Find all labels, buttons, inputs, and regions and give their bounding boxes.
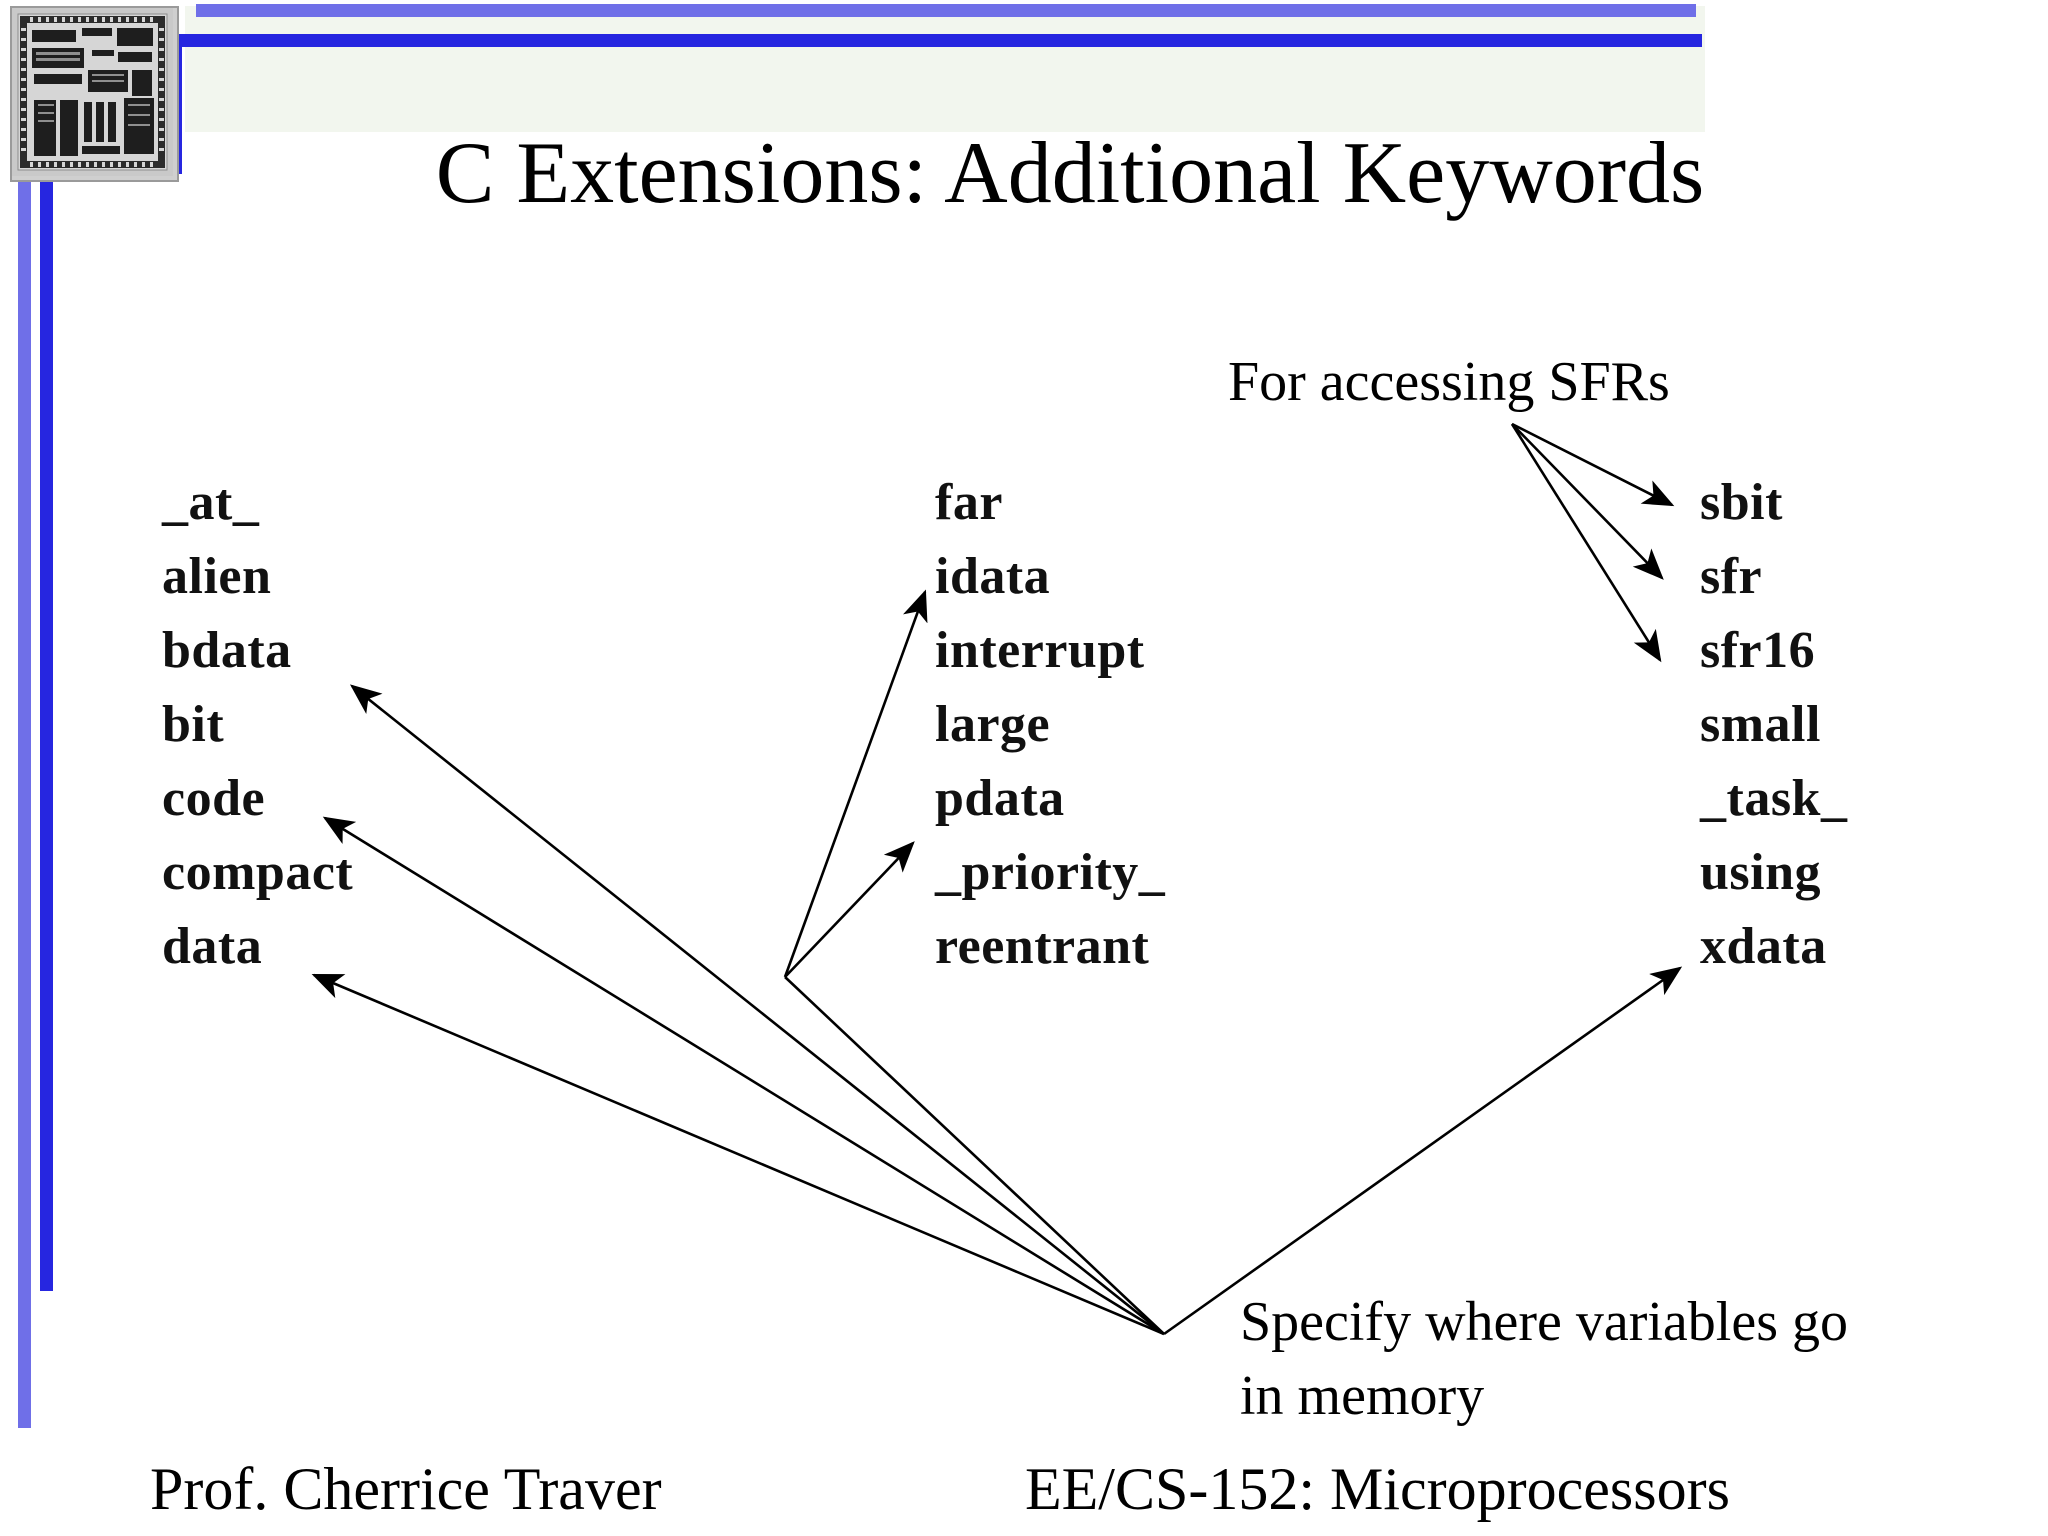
keyword-item: bdata	[162, 622, 292, 679]
keyword-column-left: _at_ alien bdata bit code compact data	[162, 466, 353, 984]
keyword-item: sfr16	[1700, 622, 1816, 679]
keyword-item: xdata	[1700, 918, 1827, 975]
arrow-to-sfr	[1511, 423, 1664, 580]
keyword-item: _priority_	[935, 844, 1166, 901]
arrow-to-sbit	[1511, 422, 1675, 507]
keyword-column-right: sbit sfr sfr16 small _task_ using xdata	[1700, 466, 1847, 984]
keyword-item: sfr	[1700, 548, 1763, 605]
keyword-item: reentrant	[935, 918, 1150, 975]
keyword-item: compact	[162, 844, 354, 901]
arrow-to-xdata	[1163, 966, 1683, 1336]
footer-presenter: Prof. Cherrice Traver	[150, 1456, 662, 1522]
keyword-item: sbit	[1700, 474, 1783, 531]
keyword-item: small	[1700, 696, 1821, 753]
footer-course: EE/CS-152: Microprocessors	[1025, 1456, 1730, 1522]
arrow-spine-left	[784, 976, 1165, 1335]
arrow-to-idata	[783, 589, 928, 978]
keyword-item: bit	[162, 696, 225, 753]
keyword-item: _at_	[162, 474, 260, 531]
frame-left-inner-vertical-bar	[40, 161, 53, 1291]
slide-title: C Extensions: Additional Keywords	[435, 125, 1705, 222]
title-background-panel	[185, 6, 1705, 132]
keyword-item: _task_	[1700, 770, 1848, 827]
keyword-item: idata	[935, 548, 1051, 605]
keyword-item: far	[935, 474, 1003, 531]
frame-left-outer-vertical-bar	[18, 178, 31, 1428]
frame-top-inner-bar	[182, 34, 1702, 47]
keyword-item: large	[935, 696, 1051, 753]
microprocessor-die-photo	[10, 6, 179, 182]
frame-top-outer-bar	[196, 4, 1696, 17]
arrow-group-sfr	[1510, 422, 1675, 663]
keyword-item: data	[162, 918, 263, 975]
keyword-item: pdata	[935, 770, 1065, 827]
arrow-to-sfr16	[1510, 423, 1662, 663]
keyword-item: code	[162, 770, 266, 827]
keyword-column-middle: far idata interrupt large pdata _priorit…	[935, 466, 1165, 984]
annotation-memory: Specify where variables go in memory	[1240, 1291, 1848, 1427]
keyword-item: interrupt	[935, 622, 1145, 679]
keyword-item: using	[1700, 844, 1822, 901]
die-photo-graphic	[12, 8, 173, 176]
annotation-sfr: For accessing SFRs	[1228, 351, 1670, 413]
arrow-to-data	[311, 973, 1165, 1336]
arrow-to-pdata	[784, 841, 915, 978]
keyword-item: alien	[162, 548, 272, 605]
